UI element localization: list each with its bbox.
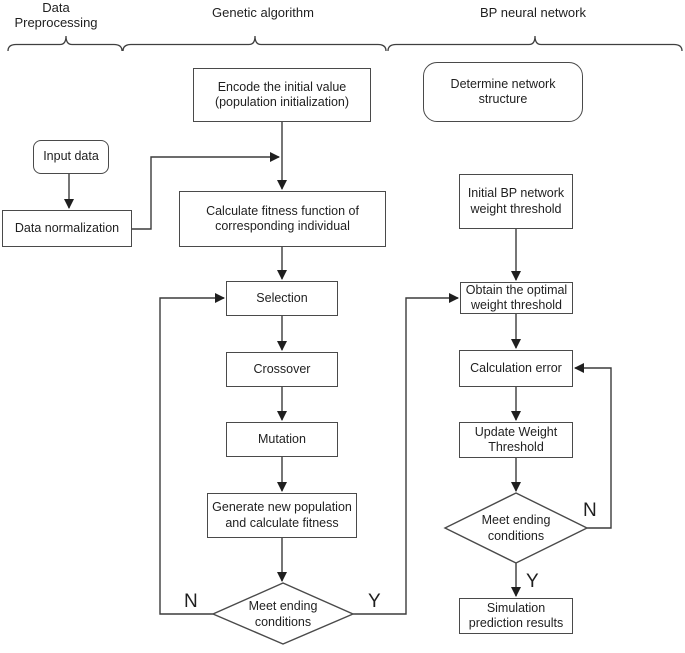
node-selection-label: Selection <box>256 290 308 305</box>
node-update-weight-threshold: Update Weight Threshold <box>459 422 573 458</box>
edge-label-ga-yes: Y <box>368 591 381 612</box>
node-initial-bp-weight-threshold: Initial BP network weight threshold <box>459 174 573 229</box>
node-calculate-fitness: Calculate fitness function of correspond… <box>179 191 386 247</box>
node-calculate-fitness-label: Calculate fitness function of correspond… <box>206 203 359 233</box>
node-selection: Selection <box>226 281 338 316</box>
brace-genetic-algorithm <box>122 35 387 52</box>
edge-label-bp-no: N <box>583 500 597 521</box>
node-encode-initial-value: Encode the initial value (population ini… <box>193 68 371 122</box>
node-simulation-prediction-results: Simulation prediction results <box>459 598 573 634</box>
node-obtain-optimal-weight-threshold: Obtain the optimal weight threshold <box>460 282 573 314</box>
node-obtain-optimal-weight-threshold-label: Obtain the optimal weight threshold <box>465 282 568 312</box>
section-label-genetic-algorithm: Genetic algorithm <box>212 5 314 20</box>
section-label-data-preprocessing: Data Preprocessing <box>14 0 98 30</box>
node-mutation-label: Mutation <box>258 431 306 446</box>
edge-label-ga-no: N <box>184 591 198 612</box>
node-data-normalization-label: Data normalization <box>14 220 120 235</box>
node-encode-initial-value-label: Encode the initial value (population ini… <box>214 79 350 109</box>
node-calculation-error-label: Calculation error <box>470 360 562 375</box>
edge-ga-yes-to-obtain <box>353 293 459 615</box>
node-crossover: Crossover <box>226 352 338 387</box>
node-input-data: Input data <box>33 140 109 174</box>
node-update-weight-threshold-label: Update Weight Threshold <box>474 424 558 454</box>
node-generate-population-label: Generate new population and calculate fi… <box>212 500 352 530</box>
node-data-normalization: Data normalization <box>2 210 132 247</box>
node-input-data-label: Input data <box>43 149 99 164</box>
node-initial-bp-weight-threshold-label: Initial BP network weight threshold <box>467 186 565 216</box>
node-bp-meet-ending-conditions: Meet ending conditions <box>446 508 586 549</box>
node-determine-network-structure: Determine network structure <box>423 62 583 122</box>
node-simulation-prediction-results-label: Simulation prediction results <box>468 600 564 630</box>
section-label-bp-neural-network: BP neural network <box>480 5 586 20</box>
node-bp-meet-ending-label: Meet ending conditions <box>481 513 551 543</box>
node-ga-meet-ending-label: Meet ending conditions <box>248 599 318 629</box>
node-calculation-error: Calculation error <box>459 350 573 387</box>
brace-data-preprocessing <box>7 35 123 52</box>
node-generate-population: Generate new population and calculate fi… <box>207 493 357 538</box>
brace-bp-neural-network <box>387 35 683 52</box>
node-crossover-label: Crossover <box>253 361 311 376</box>
node-ga-meet-ending-conditions: Meet ending conditions <box>213 594 353 635</box>
edge-label-bp-yes: Y <box>526 571 539 592</box>
edge-ga-no-loop-to-selection <box>159 293 225 615</box>
node-determine-network-structure-label: Determine network structure <box>450 76 556 106</box>
node-mutation: Mutation <box>226 422 338 457</box>
